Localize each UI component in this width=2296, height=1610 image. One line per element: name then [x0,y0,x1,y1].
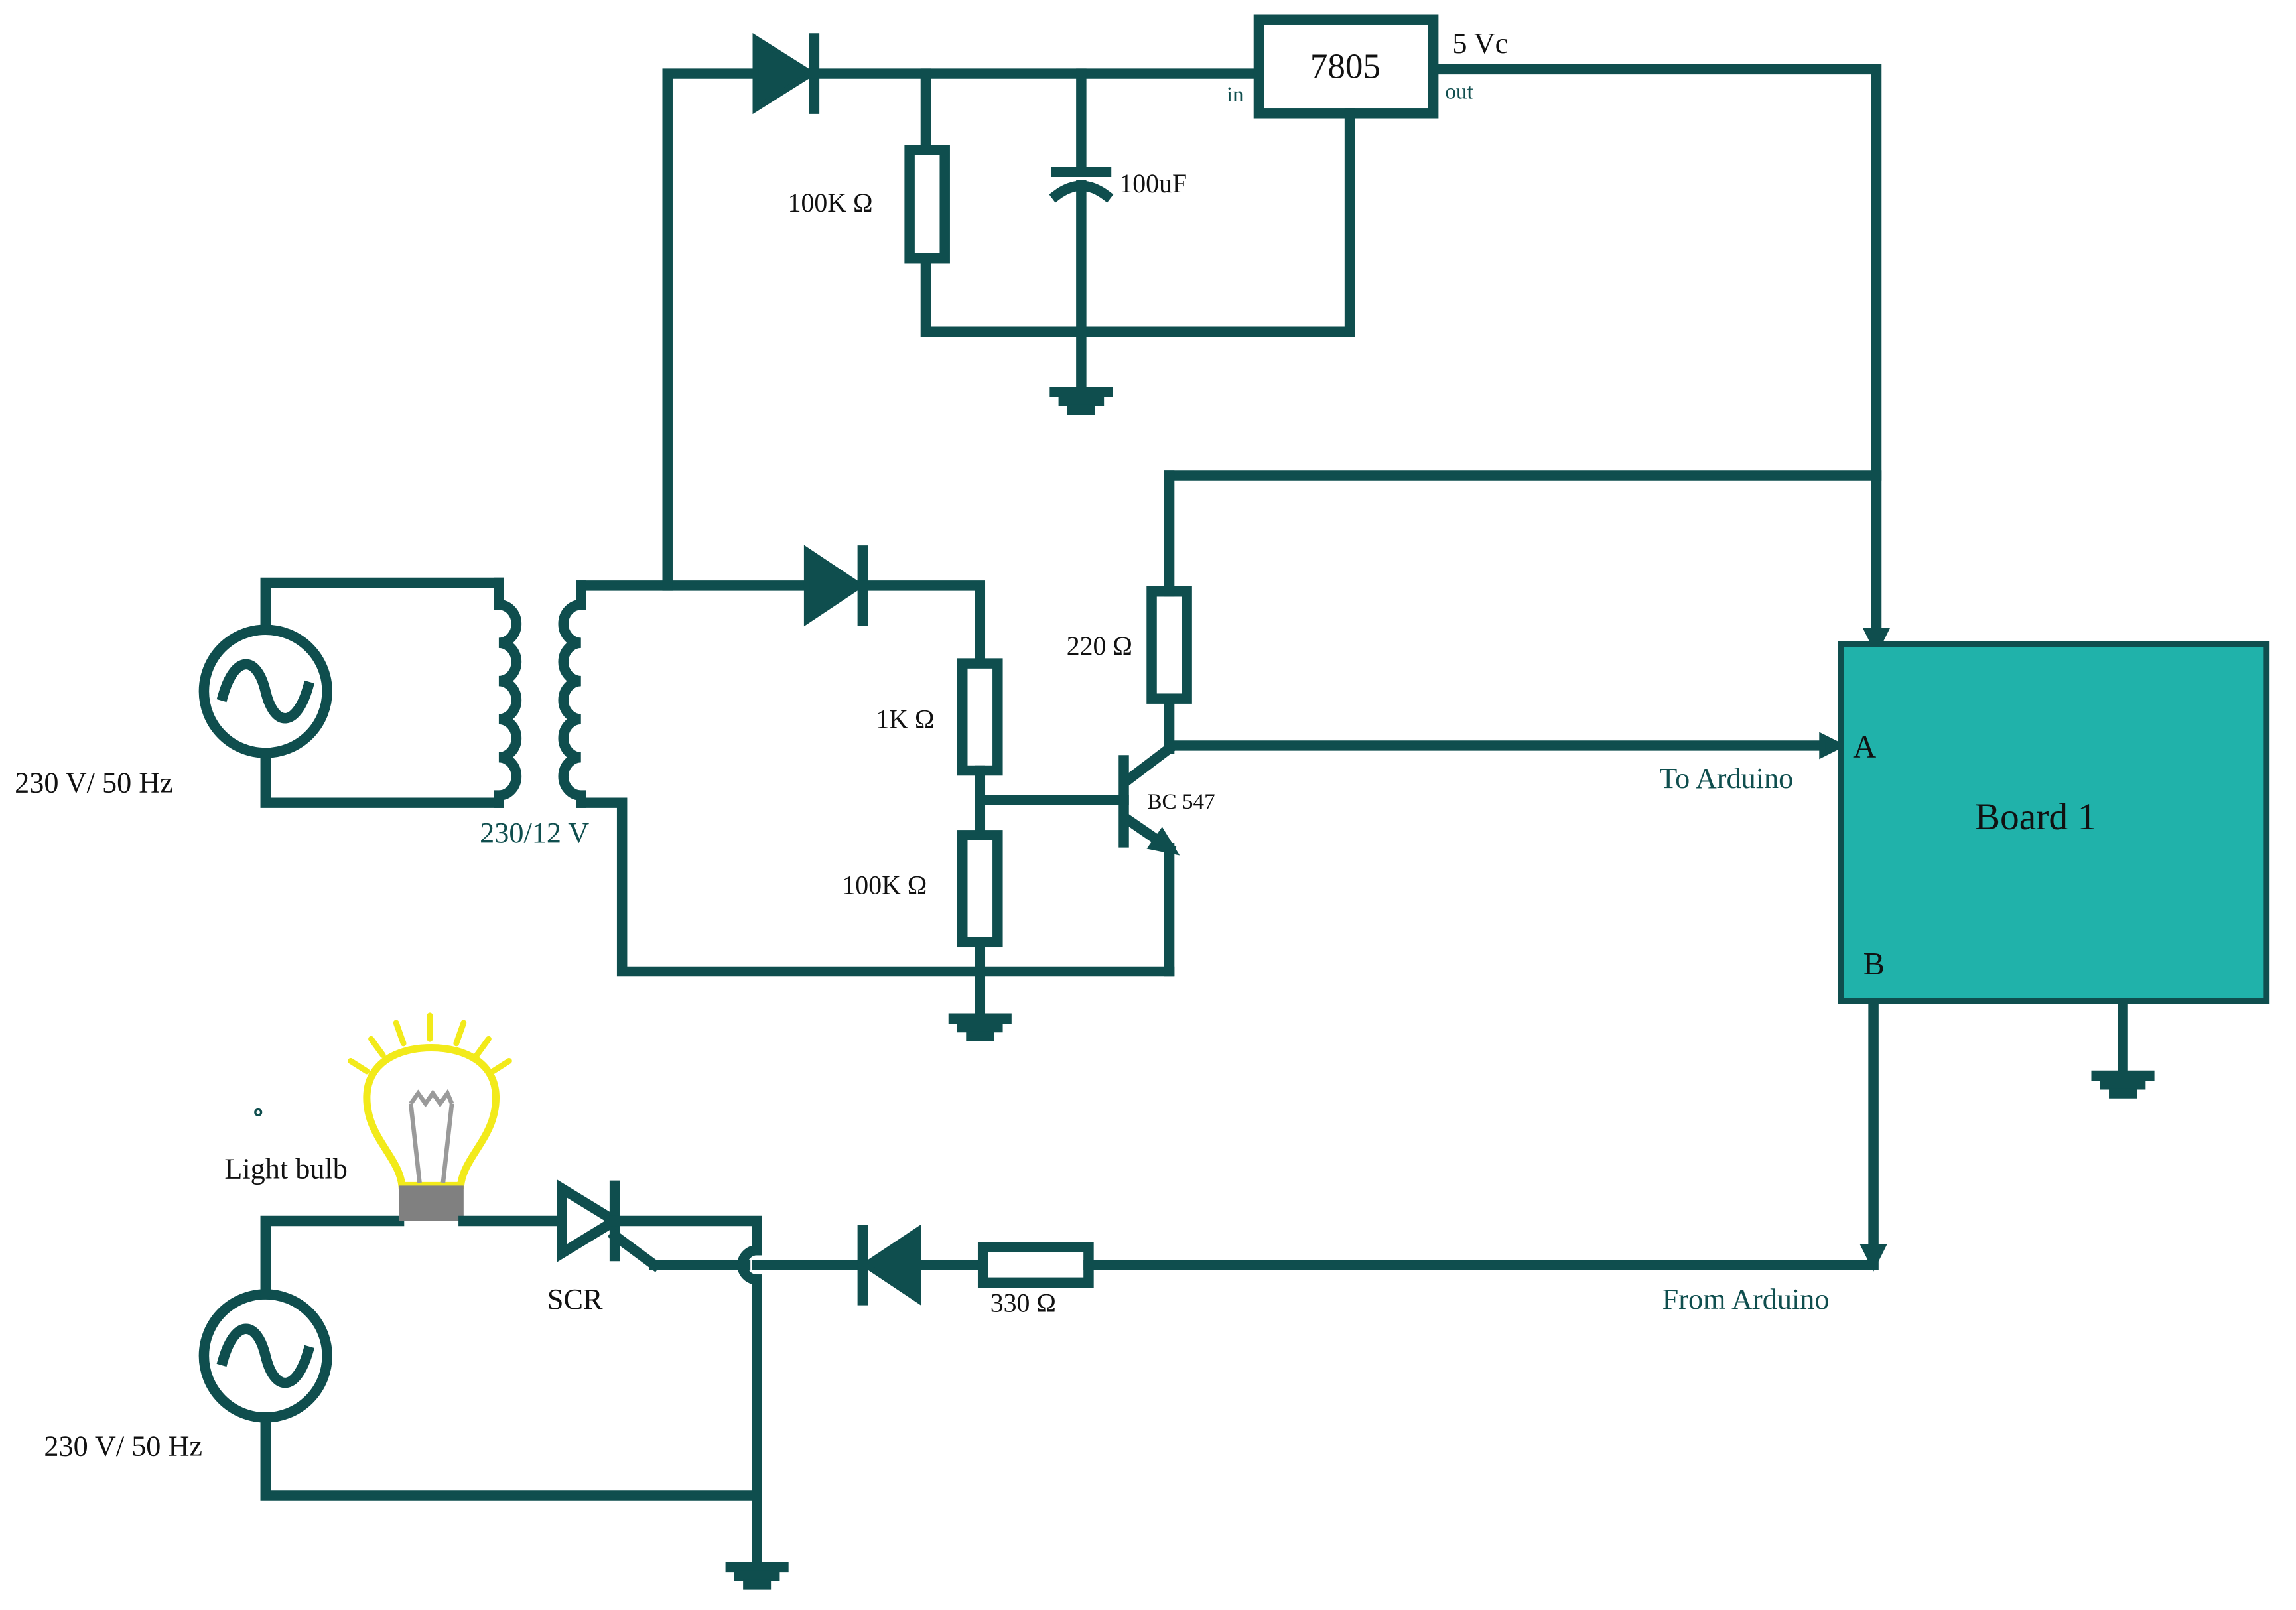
sine-icon [216,659,314,724]
to-arduino-label: To Arduino [1659,762,1793,795]
transistor-label: BC 547 [1147,789,1215,814]
transformer-icon [494,577,586,808]
arrow-icon [1863,628,1890,655]
resistor-icon [957,830,1003,948]
ground-icon [948,1013,1012,1041]
reg-in-label: in [1227,82,1244,107]
r-100k-mid-label: 100K Ω [842,870,927,900]
source-top-label: 230 V/ 50 Hz [15,767,173,799]
resistor-icon [1146,586,1192,704]
diode-icon [752,33,820,115]
cap-100uf-label: 100uF [1119,169,1187,198]
pin-b-label: B [1863,946,1885,982]
light-bulb-icon [348,1012,512,1221]
diode-icon [803,545,868,627]
ground-icon [725,1562,789,1590]
light-bulb-label: Light bulb [224,1152,347,1185]
r-1k-label: 1K Ω [876,704,934,734]
board-1 [1838,641,2270,1004]
transformer-label: 230/12 V [480,817,589,849]
ac-source-bottom [198,1289,332,1423]
arrow-icon [1859,1244,1887,1272]
r-220-label: 220 Ω [1067,632,1132,661]
from-arduino-label: From Arduino [1662,1283,1830,1315]
ground-icon [1049,387,1113,415]
resistor-icon [957,658,1003,776]
arrow-icon [1819,732,1847,760]
regulator-label: 7805 [1310,48,1381,86]
pin-a-label: A [1853,729,1876,765]
r-330-label: 330 Ω [990,1289,1056,1318]
resistor-icon [904,145,950,264]
ac-source-top [198,577,504,808]
scr-icon [557,1179,662,1272]
vout-label: 5 Vc [1452,27,1508,60]
scr-label: SCR [547,1283,603,1315]
sine-icon [216,1323,314,1388]
r-100k-top-label: 100K Ω [788,188,873,218]
board-label: Board 1 [1975,796,2097,838]
diode-icon [857,1224,921,1306]
marker-dot [254,1108,263,1116]
reg-out-label: out [1445,80,1473,104]
source-bottom-label: 230 V/ 50 Hz [44,1430,202,1462]
resistor-icon [977,1242,1094,1288]
ground-icon [2091,1070,2155,1099]
